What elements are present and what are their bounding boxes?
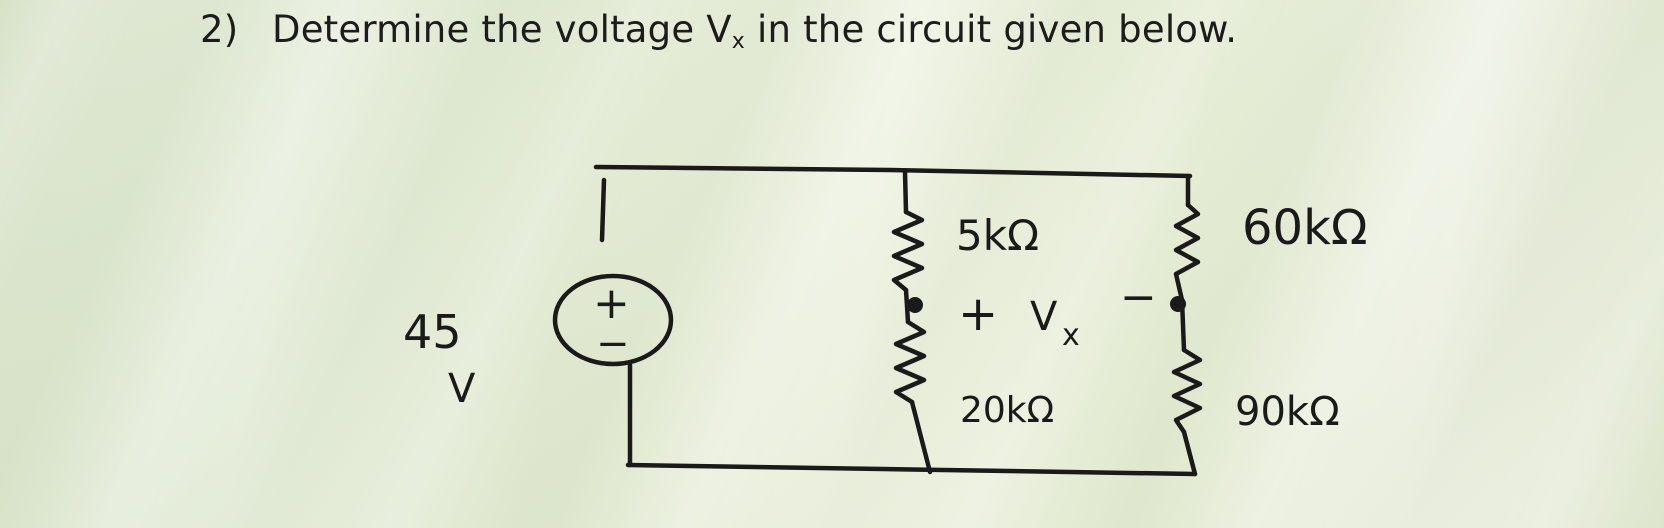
resistor-20k <box>893 319 927 405</box>
question-number: 2) <box>200 8 239 51</box>
wire-middle-top <box>902 169 909 215</box>
source-minus: − <box>596 321 630 367</box>
resistor-90k <box>1171 347 1203 435</box>
wire-top <box>593 164 1193 179</box>
vx-minus: − <box>1120 272 1157 323</box>
question-subscript: x <box>731 29 746 54</box>
label-resistor-5k: 5kΩ <box>956 211 1039 260</box>
label-resistor-60k: 60kΩ <box>1242 200 1368 256</box>
source-voltage-unit: V <box>448 366 476 412</box>
node-left <box>907 297 923 313</box>
resistor-60k <box>1173 202 1201 303</box>
voltage-source-symbol <box>552 273 674 367</box>
vx-subscript: x <box>1062 318 1080 353</box>
wire-middle-bottom <box>909 399 933 475</box>
vx-plus: + <box>958 286 998 342</box>
source-voltage-value: 45 <box>403 305 462 359</box>
wire-bottom <box>625 462 1198 477</box>
question-text-before: Determine the voltage V <box>272 8 732 51</box>
node-right <box>1170 296 1186 312</box>
question-title: 2) Determine the voltage Vx in the circui… <box>200 8 1237 54</box>
label-resistor-20k: 20kΩ <box>960 390 1054 431</box>
source-plus: + <box>593 278 630 329</box>
question-text-after: in the circuit given below. <box>745 8 1238 51</box>
wire-middle-node <box>903 287 911 325</box>
vx-label: V <box>1030 294 1058 340</box>
resistor-5k <box>891 209 925 293</box>
wire-source-top <box>599 177 607 243</box>
wire-right-bottom <box>1181 429 1198 477</box>
label-resistor-90k: 90kΩ <box>1235 389 1340 435</box>
